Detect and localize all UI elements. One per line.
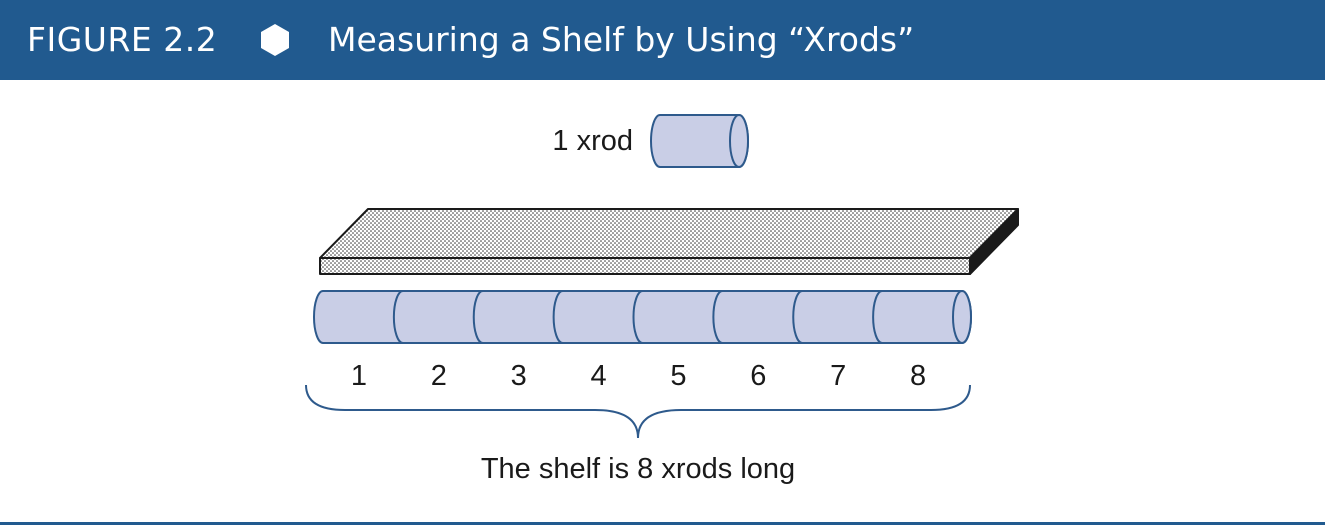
xrod-joint — [552, 290, 563, 344]
shelf-side — [969, 208, 1019, 275]
bottom-rule — [0, 522, 1325, 525]
xrod-diagram: 1 xrod 1 2 3 4 5 6 7 8 The shelf is 8 xrods lon… — [305, 114, 1019, 485]
unit-rod-label: 1 xrod — [552, 125, 633, 157]
figure-number: FIGURE 2.2 — [27, 20, 218, 59]
figure-title: Measuring a Shelf by Using “Xrods” — [328, 20, 915, 59]
xrod-number: 3 — [511, 360, 527, 392]
xrod-number: 1 — [351, 360, 367, 392]
xrod-number: 5 — [670, 360, 686, 392]
xrod-joint — [872, 290, 883, 344]
xrod-number: 8 — [910, 360, 926, 392]
xrod-numbers: 1 2 3 4 5 6 7 8 — [351, 360, 926, 392]
xrod-joint — [792, 290, 803, 344]
hexagon-icon — [261, 24, 289, 56]
xrod-row — [313, 290, 972, 344]
shelf-top — [319, 208, 1019, 259]
xrod-joint — [392, 290, 404, 344]
unit-xrod — [650, 114, 749, 168]
xrod-number: 6 — [750, 360, 766, 392]
xrod-number: 2 — [431, 360, 447, 392]
measurement-caption: The shelf is 8 xrods long — [481, 453, 795, 485]
xrod-row-end-cap — [952, 290, 972, 344]
figure-header: FIGURE 2.2 Measuring a Shelf by Using “X… — [0, 0, 1325, 80]
xrod-number: 7 — [830, 360, 846, 392]
measure-brace — [305, 384, 971, 439]
xrod-number: 4 — [590, 360, 606, 392]
xrod-joint — [632, 290, 643, 344]
shelf-front — [319, 257, 971, 275]
xrod-joint — [712, 290, 723, 344]
shelf — [319, 208, 1019, 275]
xrod-joint — [472, 290, 483, 344]
